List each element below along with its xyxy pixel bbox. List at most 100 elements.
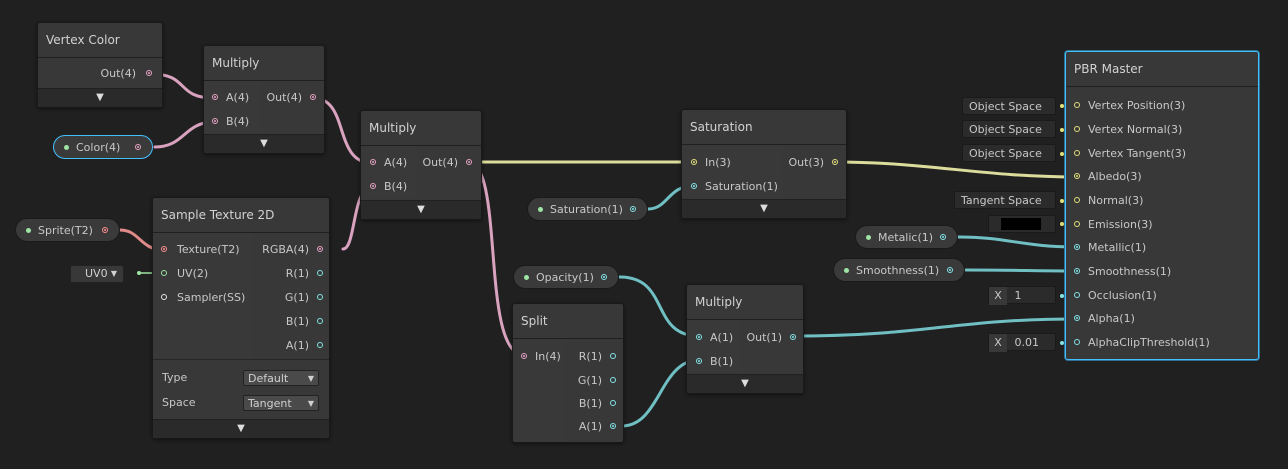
texture-input-port[interactable]: Texture(T2) — [161, 239, 240, 261]
port-dot-icon[interactable] — [1074, 221, 1080, 227]
port-dot-icon[interactable] — [1074, 197, 1080, 203]
uv-channel-dropdown[interactable]: UV0 ▼ — [70, 265, 124, 283]
port-dot-icon[interactable] — [1074, 292, 1080, 298]
port-dot-icon[interactable] — [1074, 173, 1080, 179]
port-dot-icon[interactable] — [790, 334, 796, 340]
split-node[interactable]: Split In(4) R(1) G(1) B(1) A(1) — [512, 303, 624, 443]
emission-port[interactable]: Emission(3) — [1074, 214, 1153, 236]
port-dot-icon[interactable] — [317, 318, 323, 324]
port-dot-icon[interactable] — [1074, 315, 1080, 321]
port-dot-icon[interactable] — [1074, 102, 1080, 108]
port-dot-icon[interactable] — [135, 144, 141, 150]
port-dot-icon[interactable] — [102, 227, 108, 233]
field-value[interactable]: 0.01 — [1014, 336, 1040, 349]
pbr-master-node[interactable]: PBR Master Vertex Position(3) Vertex Nor… — [1065, 51, 1259, 360]
g-output-port[interactable]: G(1) — [285, 287, 323, 309]
normal-port[interactable]: Normal(3) — [1074, 190, 1143, 212]
opacity-property-node[interactable]: Opacity(1) — [513, 265, 619, 289]
port-dot-icon[interactable] — [832, 159, 838, 165]
node-title[interactable]: Multiply — [687, 285, 803, 320]
port-dot-icon[interactable] — [601, 274, 607, 280]
port-dot-icon[interactable] — [212, 118, 218, 124]
port-dot-icon[interactable] — [1074, 339, 1080, 345]
node-title[interactable]: Vertex Color — [38, 23, 162, 58]
multiply-node-3[interactable]: Multiply A(1) B(1) Out(1) ▼ — [686, 284, 804, 394]
b-output-port[interactable]: B(1) — [286, 311, 323, 333]
color-property-node[interactable]: Color(4) — [53, 135, 153, 159]
sprite-property-node[interactable]: Sprite(T2) — [15, 218, 120, 242]
saturation-amount-port[interactable]: Saturation(1) — [691, 176, 778, 198]
expand-node-button[interactable]: ▼ — [204, 134, 324, 153]
port-dot-icon[interactable] — [317, 342, 323, 348]
port-dot-icon[interactable] — [521, 353, 527, 359]
port-dot-icon[interactable] — [1074, 244, 1080, 250]
port-dot-icon[interactable] — [696, 334, 702, 340]
occlusion-field[interactable]: X 1 — [988, 286, 1056, 305]
port-dot-icon[interactable] — [610, 377, 616, 383]
alpha-port[interactable]: Alpha(1) — [1074, 308, 1135, 330]
multiply1-a-port[interactable]: A(4) — [212, 87, 249, 109]
occlusion-port[interactable]: Occlusion(1) — [1074, 285, 1157, 307]
sample-texture-2d-node[interactable]: Sample Texture 2D Texture(T2) UV(2) Samp… — [152, 197, 330, 439]
node-title[interactable]: Split — [513, 304, 623, 339]
port-dot-icon[interactable] — [691, 183, 697, 189]
uv-input-port[interactable]: UV(2) — [161, 263, 208, 285]
node-title[interactable]: Multiply — [204, 46, 324, 81]
sampler-input-port[interactable]: Sampler(SS) — [161, 287, 245, 309]
port-dot-icon[interactable] — [317, 246, 323, 252]
emission-color-swatch[interactable] — [1001, 218, 1041, 230]
port-dot-icon[interactable] — [630, 206, 636, 212]
saturation-node[interactable]: Saturation In(3) Saturation(1) Out(3) ▼ — [681, 109, 847, 219]
expand-node-button[interactable]: ▼ — [361, 200, 481, 219]
multiply2-b-port[interactable]: B(4) — [370, 176, 407, 198]
port-dot-icon[interactable] — [1074, 150, 1080, 156]
port-dot-icon[interactable] — [940, 234, 946, 240]
port-dot-icon[interactable] — [370, 159, 376, 165]
port-dot-icon[interactable] — [691, 159, 697, 165]
multiply3-out-port[interactable]: Out(1) — [746, 327, 796, 349]
saturation-property-node[interactable]: Saturation(1) — [527, 197, 648, 221]
metallic-port[interactable]: Metallic(1) — [1074, 237, 1146, 259]
split-r-port[interactable]: R(1) — [579, 346, 616, 368]
split-in-port[interactable]: In(4) — [521, 346, 561, 368]
port-dot-icon[interactable] — [610, 423, 616, 429]
multiply3-b-port[interactable]: B(1) — [696, 351, 733, 373]
vertex-tangent-port[interactable]: Vertex Tangent(3) — [1074, 143, 1186, 165]
expand-node-button[interactable]: ▼ — [153, 419, 329, 438]
smoothness-property-node[interactable]: Smoothness(1) — [833, 258, 965, 282]
multiply2-a-port[interactable]: A(4) — [370, 152, 407, 174]
vertex-color-out-port[interactable]: Out(4) — [100, 63, 152, 85]
multiply3-a-port[interactable]: A(1) — [696, 327, 733, 349]
port-dot-icon[interactable] — [161, 270, 167, 276]
multiply2-out-port[interactable]: Out(4) — [422, 152, 472, 174]
expand-node-button[interactable]: ▼ — [38, 88, 162, 107]
port-dot-icon[interactable] — [1074, 268, 1080, 274]
vertex-normal-port[interactable]: Vertex Normal(3) — [1074, 119, 1182, 141]
field-value[interactable]: 1 — [1014, 289, 1022, 302]
port-dot-icon[interactable] — [370, 183, 376, 189]
normal-space-field[interactable]: Tangent Space — [954, 191, 1056, 209]
node-title[interactable]: PBR Master — [1066, 52, 1258, 87]
type-dropdown[interactable]: Default ▼ — [243, 370, 319, 386]
port-dot-icon[interactable] — [696, 358, 702, 364]
port-dot-icon[interactable] — [466, 159, 472, 165]
port-dot-icon[interactable] — [212, 94, 218, 100]
port-dot-icon[interactable] — [1074, 126, 1080, 132]
node-title[interactable]: Sample Texture 2D — [153, 198, 329, 233]
emission-color-field[interactable] — [988, 215, 1056, 233]
vertex-normal-space-field[interactable]: Object Space — [962, 120, 1056, 138]
port-dot-icon[interactable] — [947, 267, 953, 273]
port-dot-icon[interactable] — [610, 400, 616, 406]
port-dot-icon[interactable] — [317, 270, 323, 276]
node-title[interactable]: Multiply — [361, 111, 481, 146]
multiply-node-1[interactable]: Multiply A(4) B(4) Out(4) ▼ — [203, 45, 325, 154]
r-output-port[interactable]: R(1) — [286, 263, 323, 285]
alpha-clip-threshold-port[interactable]: AlphaClipThreshold(1) — [1074, 332, 1210, 354]
multiply1-out-port[interactable]: Out(4) — [266, 87, 316, 109]
port-dot-icon[interactable] — [610, 353, 616, 359]
multiply-node-2[interactable]: Multiply A(4) B(4) Out(4) ▼ — [360, 110, 482, 220]
port-dot-icon[interactable] — [317, 294, 323, 300]
space-dropdown[interactable]: Tangent ▼ — [243, 395, 319, 411]
split-a-port[interactable]: A(1) — [579, 416, 616, 438]
saturation-out-port[interactable]: Out(3) — [788, 152, 838, 174]
